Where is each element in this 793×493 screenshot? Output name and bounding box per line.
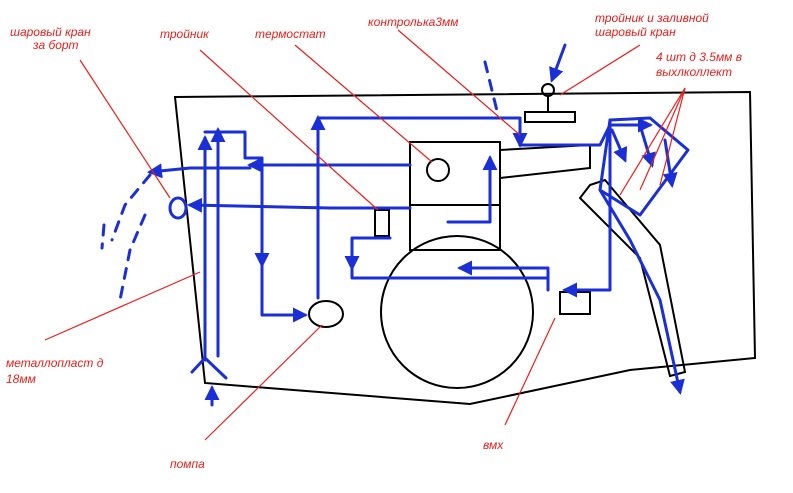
leader-exhaust-3 xyxy=(659,87,686,186)
pipe-exhaust-grid-3 xyxy=(662,138,678,188)
leader-tee-filler xyxy=(559,44,641,96)
leader-ball-valve xyxy=(79,59,171,199)
pipe-tee-return xyxy=(187,197,412,213)
pipe-intake-v xyxy=(190,356,228,380)
leader-exhaust-2 xyxy=(639,87,686,191)
label-ball-valve-line1: шаровый кран xyxy=(10,25,91,39)
label-tee-filler-line2: шаровый кран xyxy=(595,25,676,39)
tee-fitting xyxy=(374,209,390,237)
pipe-filler-arrow xyxy=(549,43,567,83)
label-metalplastic-line2: 18мм xyxy=(6,372,36,386)
pipe-lower-return xyxy=(457,260,550,292)
pipe-overboard-dashed-2 xyxy=(118,213,147,302)
label-pump: помпа xyxy=(170,457,205,471)
pipe-to-pump-inlet xyxy=(260,263,308,323)
label-thermostat: термостат xyxy=(255,27,326,41)
pipe-lower-run xyxy=(350,266,550,280)
pipe-lower-left xyxy=(344,236,392,271)
engine-crankcase xyxy=(380,235,534,389)
exhaust-manifold xyxy=(499,143,591,180)
engine-block xyxy=(409,141,501,251)
label-control: контролька3мм xyxy=(368,15,458,29)
label-exhaust-line1: 4 шт д 3.5мм в xyxy=(656,50,742,64)
leader-pump xyxy=(204,324,323,441)
pipe-exhaust-grid-1 xyxy=(610,128,628,163)
pipe-overboard-dashed-3 xyxy=(100,223,106,250)
leader-metalplastic xyxy=(44,271,201,341)
pipe-overboard-dashed-1 xyxy=(110,173,152,242)
pipe-manifold-to-exhaust xyxy=(518,117,653,147)
filler-tee-fitting xyxy=(524,111,576,123)
pipe-block-loop xyxy=(446,155,498,224)
pipe-exhaust-grid-2 xyxy=(638,123,656,168)
leader-thermostat xyxy=(294,44,433,163)
label-exhaust-line2: выхлколлект xyxy=(656,65,732,79)
pipe-top-to-manifold xyxy=(316,116,528,148)
label-tee-filler-line1: тройник и заливной xyxy=(595,11,709,25)
water-pump xyxy=(308,300,344,328)
leader-raw-intake xyxy=(504,317,556,426)
pipe-exhaust-fan-top xyxy=(598,116,690,217)
pipe-top-left-loop xyxy=(203,130,264,160)
overboard-ball-valve xyxy=(168,196,188,220)
label-tee: тройник xyxy=(160,27,210,41)
pipe-control-dashed xyxy=(483,60,500,117)
filler-valve-handle xyxy=(541,83,555,97)
leader-exhaust-1 xyxy=(619,87,686,196)
thermostat-housing xyxy=(426,158,450,182)
pipe-exhaust-feed xyxy=(562,118,612,298)
boat-hull-outline xyxy=(173,90,757,406)
leader-tee xyxy=(199,49,379,211)
pipe-exhaust-inner xyxy=(598,188,685,395)
raw-water-pump-body xyxy=(559,291,591,315)
pipe-overboard-top xyxy=(147,163,252,179)
label-ball-valve-line2: за борт xyxy=(32,38,79,52)
leader-control xyxy=(397,29,521,136)
label-raw-intake: вмх xyxy=(483,438,504,452)
label-metalplastic-line1: металлопласт д xyxy=(6,356,104,370)
